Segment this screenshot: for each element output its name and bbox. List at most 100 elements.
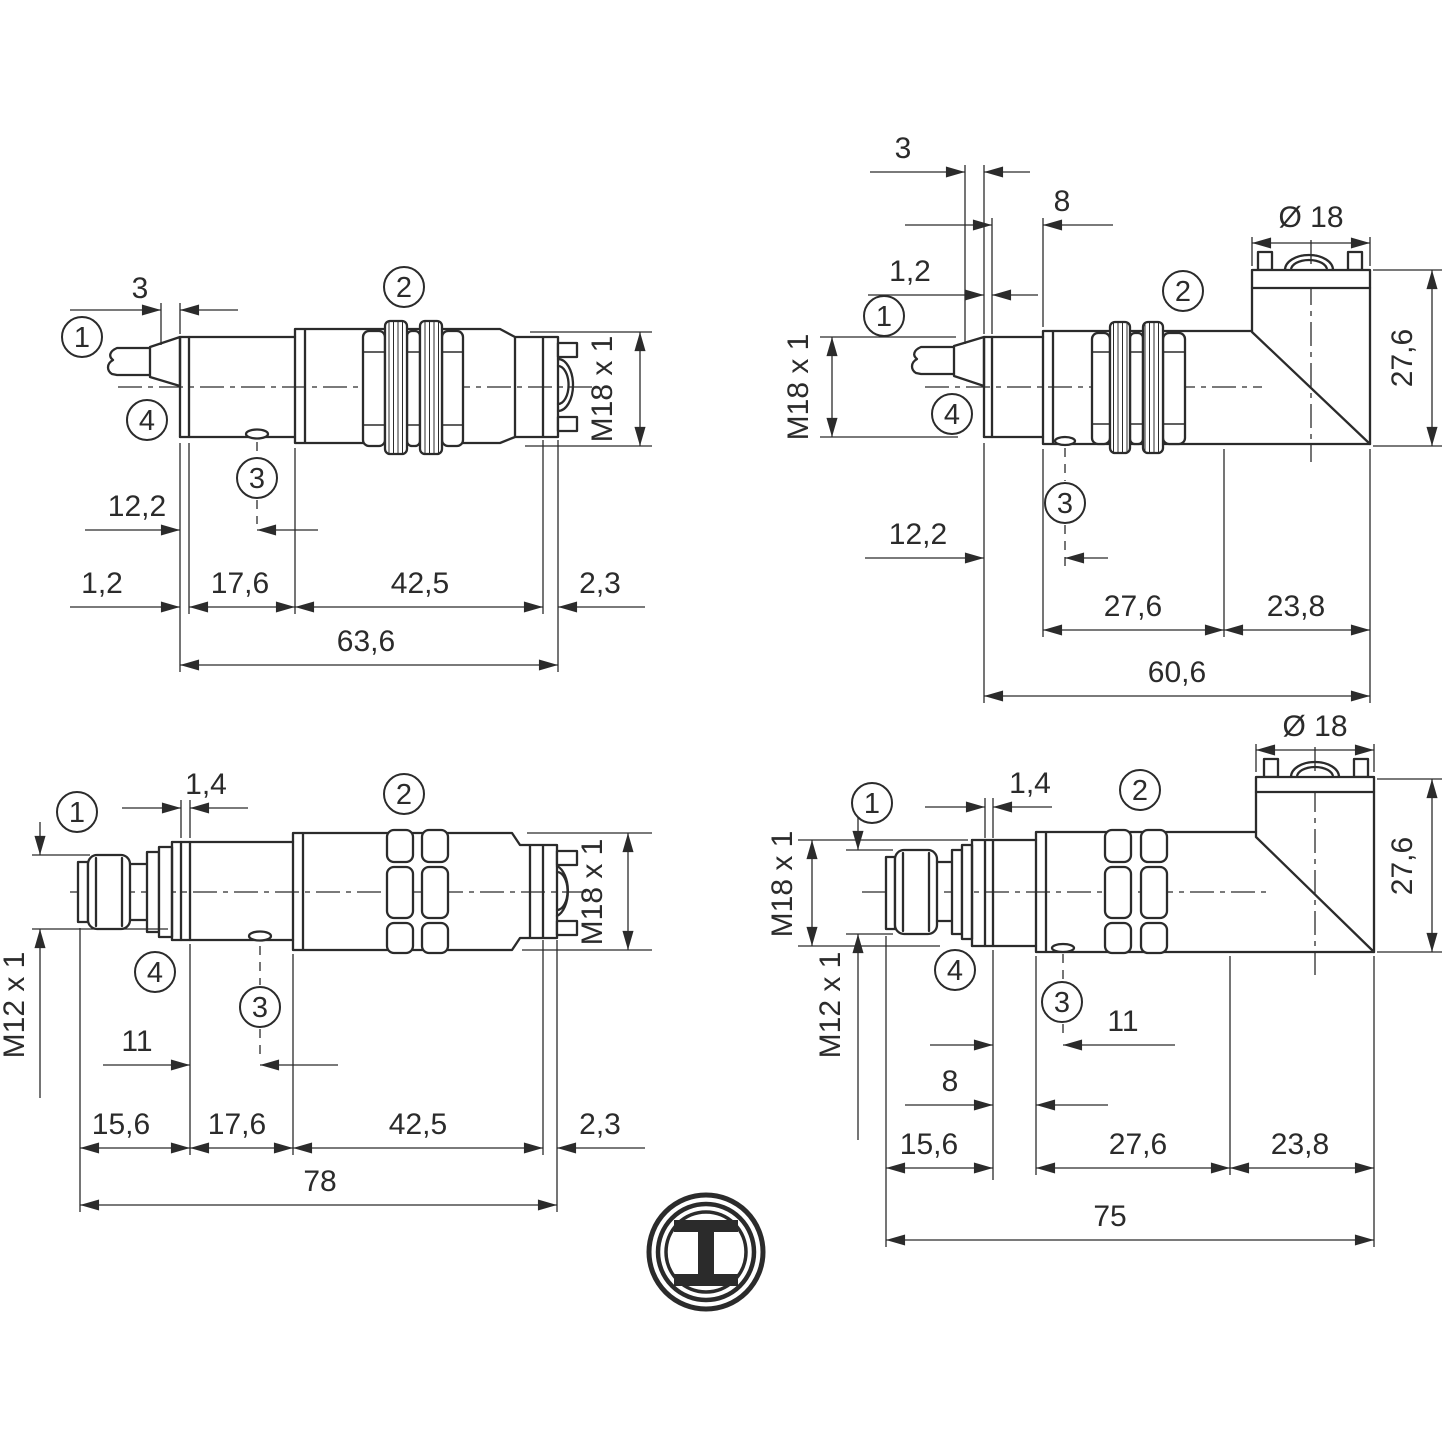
svg-text:1: 1 [864,788,880,820]
dim-3-label: 3 [895,132,912,165]
dim-8-label: 8 [1054,185,1071,218]
knurled-ring [1108,320,1132,455]
svg-text:1: 1 [69,797,85,829]
angled-head [1250,286,1372,446]
connector-barrel [86,853,132,931]
led-indicator [1053,435,1077,447]
tab [556,415,579,433]
tab [1256,250,1274,272]
dim-42-5-label: 42,5 [389,1108,447,1141]
lock-nut [405,329,422,448]
callout-2: 2 [1162,270,1204,312]
connector-dome [1283,253,1335,272]
svg-text:2: 2 [396,272,412,304]
lens [556,357,575,413]
led-indicator [1050,942,1076,954]
tab [555,919,579,937]
angled-head [1254,790,1376,954]
lock-nuts [1103,828,1169,955]
dim-2-3-label: 2,3 [579,1108,621,1141]
thread-m18-label: M18 x 1 [782,334,815,441]
svg-text:3: 3 [1057,488,1073,520]
dim-23-8-label: 23,8 [1271,1128,1329,1161]
dim-1-2-label: 1,2 [889,255,931,288]
head-plate [1254,775,1376,794]
dim-60-6-label: 60,6 [1148,656,1206,689]
tab [556,341,579,359]
tab [555,849,579,867]
dim-dia-18-label: Ø 18 [1278,201,1343,234]
i-beam-icon [674,1220,738,1286]
dimension-lines [32,800,652,1212]
svg-text:4: 4 [147,957,163,989]
callout-4: 4 [134,951,176,993]
dimension-lines [798,744,1442,1247]
tab [1346,250,1364,272]
thread-m18-label: M18 x 1 [766,831,799,938]
dimension-lines [820,165,1442,703]
lens [555,864,570,918]
callout-3: 3 [239,986,281,1028]
sensor-outline [884,757,1376,955]
tab [1352,757,1370,779]
callout-3: 3 [236,457,278,499]
callout-4: 4 [931,393,973,435]
lock-nuts [385,828,450,955]
dim-height-27-6-label: 27,6 [1386,329,1419,387]
thread-m18-label: M18 x 1 [586,336,619,443]
head-plate [1250,268,1372,290]
dim-11-label: 11 [121,1025,152,1058]
callout-1: 1 [61,316,103,358]
dim-78-label: 78 [303,1165,336,1198]
drawing-cable-angled: 3 8 1,2 12,2 27,6 23,8 60,6 Ø 18 27,6 M1… [782,132,1442,703]
dim-3-label: 3 [132,272,149,305]
thread-m12-label: M12 x 1 [814,952,847,1059]
drawing-connector-straight: 1,4 11 15,6 17,6 42,5 2,3 78 M18 x 1 M12… [0,768,652,1212]
callout-4: 4 [126,399,168,441]
knurled-ring [418,319,444,456]
dim-1-2-label: 1,2 [81,567,123,600]
dim-8-label: 8 [942,1065,959,1098]
dim-17-6-label: 17,6 [211,567,269,600]
lock-nut [1161,331,1187,446]
lock-nut [1128,331,1145,446]
led-indicator [247,930,273,942]
drawing-cable-straight: 3 12,2 1,2 17,6 42,5 2,3 63,6 M18 x 1 1 … [61,266,652,672]
tab [1262,757,1280,779]
svg-text:1: 1 [74,322,90,354]
svg-text:2: 2 [1175,276,1191,308]
dim-dia-18-label: Ø 18 [1282,710,1347,743]
dim-27-6-label: 27,6 [1109,1128,1167,1161]
callout-4: 4 [934,949,976,991]
sensor-outline [106,319,579,456]
drawing-connector-angled: 1,4 11 8 15,6 27,6 23,8 75 Ø 18 27,6 M18… [766,710,1442,1247]
dim-27-6-label: 27,6 [1104,590,1162,623]
dim-23-8-label: 23,8 [1267,590,1325,623]
dim-42-5-label: 42,5 [391,567,449,600]
lock-nut [361,329,387,448]
svg-text:2: 2 [1132,775,1148,807]
dim-75-label: 75 [1093,1200,1126,1233]
svg-text:3: 3 [249,463,265,495]
svg-text:4: 4 [947,955,963,987]
lock-nut [440,329,465,448]
dim-1-4-label: 1,4 [185,768,227,801]
dim-17-6-label: 17,6 [208,1108,266,1141]
dim-2-3-label: 2,3 [579,567,621,600]
svg-text:1: 1 [876,301,892,333]
dim-63-6-label: 63,6 [337,625,395,658]
callout-2: 2 [383,266,425,308]
sensor-outline [910,250,1372,455]
manufacturer-logo [646,1192,766,1312]
dim-12-2-label: 12,2 [108,490,166,523]
sensor-outline [76,828,579,955]
svg-text:3: 3 [1054,987,1070,1019]
callout-3: 3 [1044,482,1086,524]
dim-12-2-label: 12,2 [889,518,947,551]
connector-face [884,855,897,931]
svg-text:4: 4 [139,405,155,437]
dimension-lines [70,303,652,672]
svg-text:3: 3 [252,992,268,1024]
connector-barrel [893,848,939,936]
